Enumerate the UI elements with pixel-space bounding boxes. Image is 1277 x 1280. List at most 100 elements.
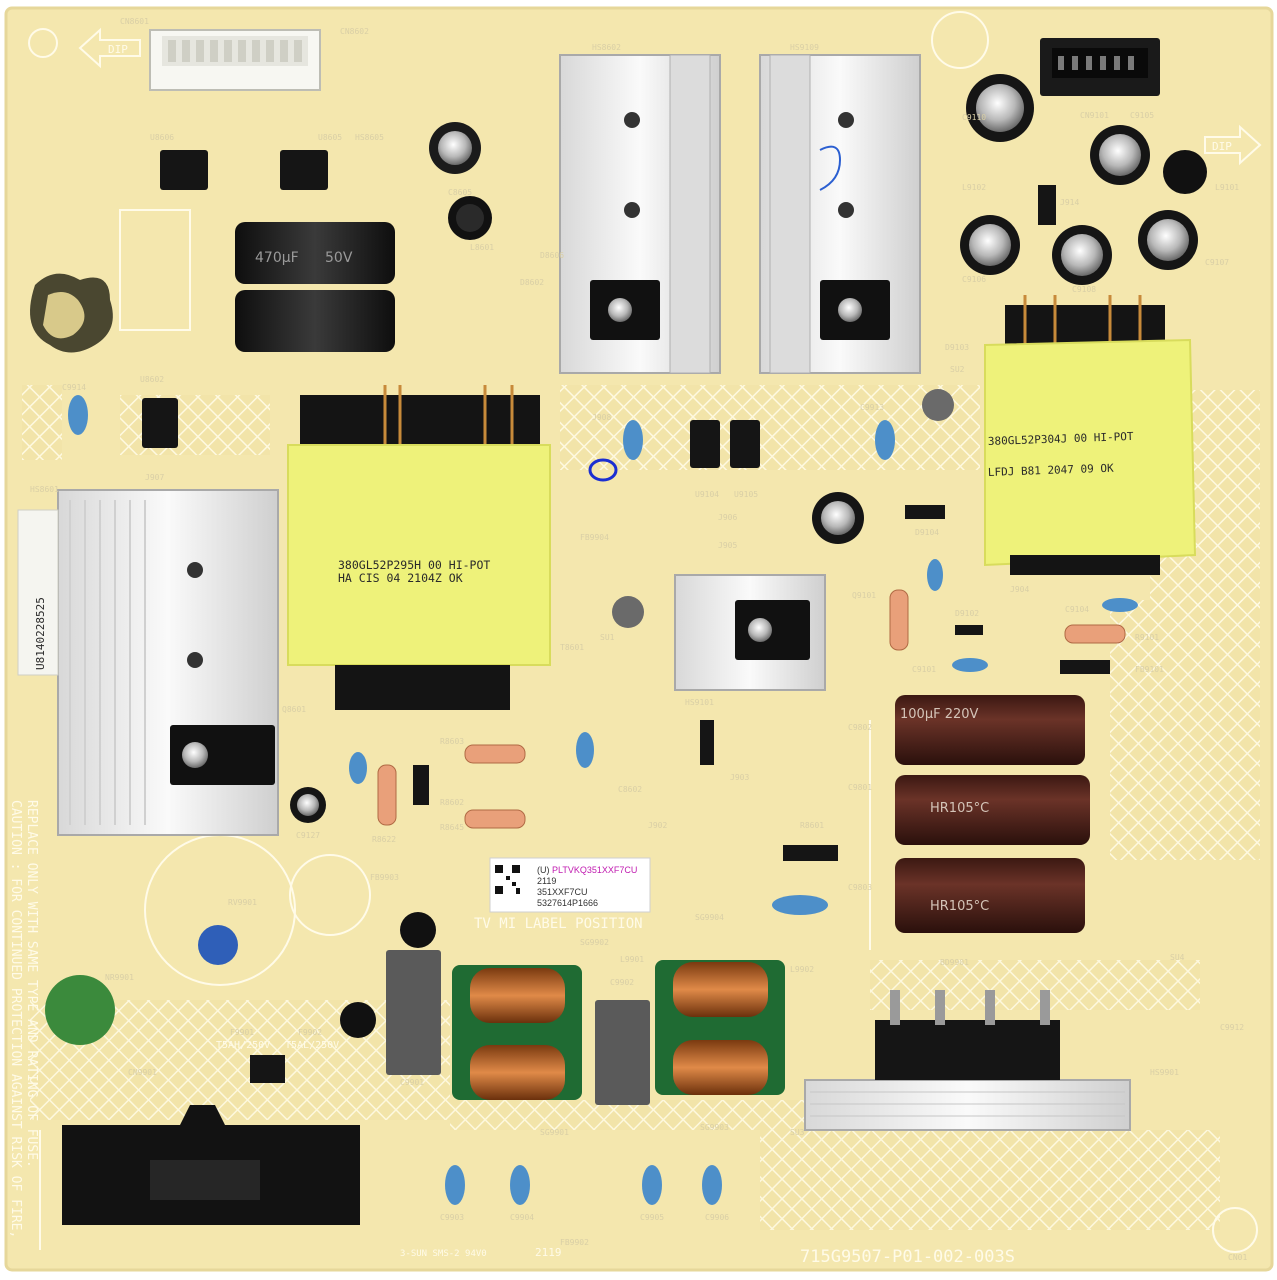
refdes-nr9901: NR9901 — [105, 973, 134, 982]
heatsink-hs8601 — [57, 489, 279, 836]
filter-capacitors: 470µF 50V — [235, 222, 395, 352]
refdes-su1: SU1 — [600, 633, 615, 642]
refdes-c9902: C9902 — [610, 978, 634, 987]
refdes-t8601: T8601 — [560, 643, 584, 652]
electrolytic-caps-small — [290, 74, 1207, 1038]
refdes-c9107: C9107 — [1205, 258, 1229, 267]
refdes-j905: J905 — [718, 541, 737, 550]
refdes-hs9101: HS9101 — [685, 698, 714, 707]
refdes-f9902: F9902 — [298, 1028, 322, 1037]
refdes-u8602: U8602 — [140, 375, 164, 384]
transformer-right: 380GL52P304J 00 HI-POT LFDJ B81 2047 09 … — [984, 295, 1197, 575]
refdes-c8605: C8605 — [448, 188, 472, 197]
refdes-cn01: CN01 — [1228, 1253, 1247, 1262]
refdes-r8622: R8622 — [372, 835, 396, 844]
refdes-labels: CN8601 CN8602 HS8602 HS9109 CN9101 U8606… — [30, 17, 1247, 1262]
refdes-d8602: D8602 — [520, 278, 544, 287]
mi-label: (U) PLTVKQ351XXF7CU 2119 351XXF7CU 53276… — [474, 857, 651, 932]
caution-line-1: CAUTION : FOR CONTINUED PROTECTION AGAIN… — [8, 800, 23, 1238]
refdes-hs9901: HS9901 — [1150, 1068, 1179, 1077]
refdes-j908: J908 — [592, 413, 611, 422]
heatsink-hs9901 — [804, 990, 1131, 1131]
refdes-r8603: R8603 — [440, 737, 464, 746]
refdes-u8605: U8605 — [318, 133, 342, 142]
refdes-l9101: L9101 — [1215, 183, 1239, 192]
refdes-hs8602: HS8602 — [592, 43, 621, 52]
refdes-c9105: C9105 — [1130, 111, 1154, 120]
refdes-fb9903: FB9903 — [370, 873, 399, 882]
refdes-c9801: C9801 — [848, 783, 872, 792]
refdes-r8602: R8602 — [440, 798, 464, 807]
refdes-c9802: C9802 — [848, 723, 872, 732]
refdes-j907: J907 — [145, 473, 164, 482]
transformer-right-marking-2: LFDJ B81 2047 09 OK — [988, 462, 1115, 479]
transformer-right-marking-1: 380GL52P304J 00 HI-POT — [988, 430, 1134, 448]
heatsink-hs9109 — [759, 54, 921, 374]
bulk-cap-temp-2: HR105°C — [930, 899, 989, 914]
refdes-sg9903: SG9903 — [700, 1123, 729, 1132]
refdes-c9108: C9108 — [1072, 285, 1096, 294]
refdes-c9912: C9912 — [1220, 1023, 1244, 1032]
dip-label-right: DIP — [1212, 140, 1232, 153]
refdes-c9905: C9905 — [640, 1213, 664, 1222]
refdes-sg9904: SG9904 — [695, 913, 724, 922]
refdes-rv9901: RV9901 — [228, 898, 257, 907]
dip-arrow-top: DIP — [78, 27, 141, 69]
refdes-l9102: L9102 — [962, 183, 986, 192]
transformer-left-marking-1: 380GL52P295H 00 HI-POT — [338, 558, 490, 572]
refdes-c9803: C9803 — [848, 883, 872, 892]
refdes-r8601: R8601 — [800, 821, 824, 830]
refdes-cn9901: CN9901 — [128, 1068, 157, 1077]
refdes-f9901: F9901 — [230, 1028, 254, 1037]
heatsink-hs8602 — [559, 54, 721, 374]
refdes-l9901: L9901 — [620, 955, 644, 964]
refdes-j902: J902 — [648, 821, 667, 830]
refdes-j906: J906 — [718, 513, 737, 522]
refdes-d9102: D9102 — [955, 609, 979, 618]
refdes-c9901: C9901 — [400, 1078, 424, 1087]
filter-cap-voltage: 50V — [325, 250, 353, 266]
refdes-c9913: C9913 — [860, 403, 884, 412]
refdes-fb9904: FB9904 — [580, 533, 609, 542]
refdes-fb9101: FB9101 — [1135, 665, 1164, 674]
dip-arrow-right: DIP — [1204, 124, 1262, 166]
marker-scribble — [588, 458, 618, 482]
refdes-fb9902: FB9902 — [560, 1238, 589, 1247]
board-material: 3-SUN SMS-2 94V0 — [400, 1249, 487, 1259]
transformer-left-marking-2: HA CIS 04 2104Z OK — [338, 571, 463, 585]
fuse-markings: T5AH/250V T5AL/250V — [216, 1040, 339, 1051]
refdes-c9903: C9903 — [440, 1213, 464, 1222]
refdes-hs8605: HS8605 — [355, 133, 384, 142]
ac-connector-cn9901 — [62, 1105, 360, 1225]
burn-mark — [30, 273, 113, 353]
mi-label-serial: 5327614P1666 — [537, 898, 598, 908]
refdes-j904: J904 — [1010, 585, 1029, 594]
refdes-cn8601: CN8601 — [120, 17, 149, 26]
bulk-capacitors: 100µF 220V HR105°C HR105°C — [895, 695, 1090, 933]
bulk-cap-temp-1: HR105°C — [930, 801, 989, 816]
refdes-u9105: U9105 — [734, 490, 758, 499]
refdes-bd9901: BD9901 — [940, 958, 969, 967]
refdes-j903: J903 — [730, 773, 749, 782]
connector-cn9101 — [1040, 38, 1160, 96]
caution-line-2: REPLACE ONLY WITH SAME TYPE AND RATING O… — [24, 800, 39, 1168]
line-chokes — [386, 950, 785, 1105]
diodes — [250, 185, 1110, 1083]
bulk-cap-rating-1: 100µF 220V — [900, 707, 979, 722]
refdes-r8645: R8645 — [440, 823, 464, 832]
small-ics — [142, 150, 760, 468]
refdes-hs8601: HS8601 — [30, 485, 59, 494]
refdes-u9104: U9104 — [695, 490, 719, 499]
connector-cn8601 — [149, 29, 321, 91]
filter-cap-value: 470µF — [255, 250, 299, 266]
surge-arresters — [612, 389, 954, 628]
refdes-c9904: C9904 — [510, 1213, 534, 1222]
refdes-c9101: C9101 — [912, 665, 936, 674]
refdes-q8601: Q8601 — [282, 705, 306, 714]
side-sticker-text: U8140228525 — [34, 597, 47, 670]
refdes-sg9901: SG9901 — [540, 1128, 569, 1137]
refdes-sg9902: SG9902 — [580, 938, 609, 947]
fuse-f9901-rating: T5AH/250V — [216, 1040, 270, 1051]
refdes-l9902: L9902 — [790, 965, 814, 974]
